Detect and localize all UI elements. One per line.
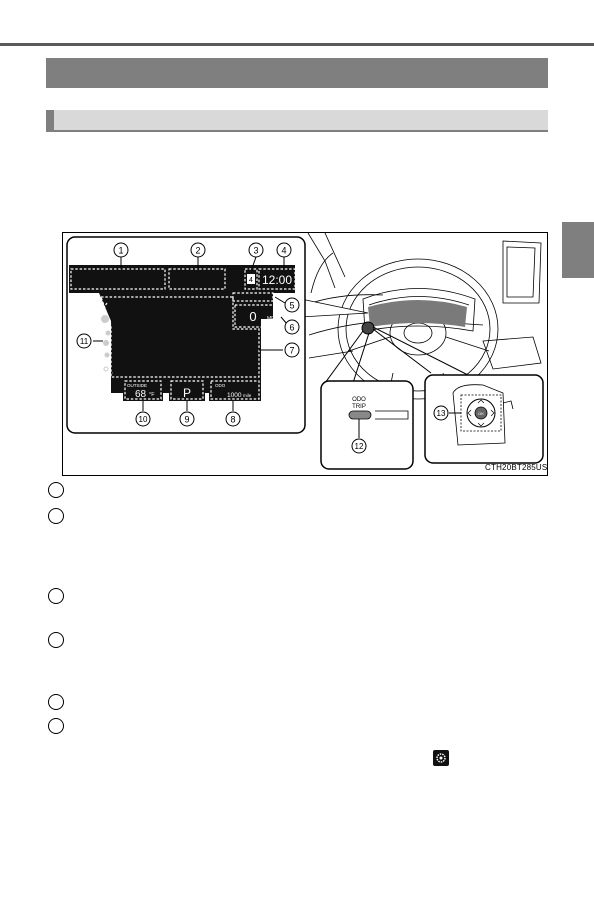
switch-ok-label: OK bbox=[478, 411, 484, 416]
callout-9-label: 9 bbox=[184, 415, 189, 425]
switch-arrows bbox=[467, 399, 495, 427]
callout-6: 6 bbox=[284, 319, 300, 335]
odo-trip-button bbox=[348, 410, 372, 420]
instrument-cluster-figure: ODO TRIP OK 4 12:00 0 MPH bbox=[62, 232, 548, 476]
subsection-marker bbox=[46, 110, 54, 132]
callout-12: 12 bbox=[351, 438, 367, 454]
odo-trip-inset bbox=[320, 380, 414, 470]
outside-temp: 68 bbox=[135, 389, 147, 400]
badge-box bbox=[247, 274, 255, 284]
button-label-line2: TRIP bbox=[352, 404, 366, 410]
outside-temp-panel bbox=[123, 379, 163, 401]
list-bullet bbox=[48, 588, 64, 604]
zoom-wedge bbox=[300, 298, 369, 318]
list-bullet bbox=[48, 694, 64, 710]
callout-2: 2 bbox=[190, 242, 206, 258]
clock-text: 12:00 bbox=[262, 273, 292, 287]
outside-label: OUTSIDE bbox=[127, 383, 147, 388]
dashed-zones bbox=[70, 268, 296, 400]
callout-10-label: 10 bbox=[139, 415, 148, 424]
callout-8: 8 bbox=[225, 411, 241, 427]
badge-text: 4 bbox=[249, 277, 253, 284]
figure-caption: CTH20BT285US bbox=[485, 463, 548, 472]
list-bullet bbox=[48, 632, 64, 648]
list-bullet bbox=[48, 508, 64, 524]
callout-7-label: 7 bbox=[289, 346, 294, 356]
callout-3: 3 bbox=[248, 242, 264, 258]
button-zoom-lines bbox=[324, 330, 370, 384]
switch-side-button bbox=[502, 400, 514, 410]
callout-5-label: 5 bbox=[289, 301, 294, 311]
speed-unit: MPH bbox=[267, 316, 279, 322]
list-bullet bbox=[48, 482, 64, 498]
odo-unit: mile bbox=[243, 393, 252, 398]
callout-12-label: 12 bbox=[355, 442, 364, 451]
shift-position: P bbox=[183, 386, 191, 400]
switch-ok-button bbox=[474, 406, 488, 420]
callout-2-label: 2 bbox=[195, 246, 200, 256]
temp-unit: °F bbox=[149, 392, 155, 398]
wheel-switch-marker bbox=[361, 321, 375, 335]
gauge-display-shape bbox=[368, 300, 467, 327]
callout-4-label: 4 bbox=[281, 246, 286, 256]
callout-7: 7 bbox=[284, 342, 300, 358]
list-bullet bbox=[48, 718, 64, 734]
figure-svg: ODO TRIP OK 4 12:00 0 MPH bbox=[66, 232, 544, 470]
callout-5: 5 bbox=[284, 297, 300, 313]
callout-13: 13 bbox=[433, 405, 449, 421]
callout-8-label: 8 bbox=[230, 415, 235, 425]
section-header-bar bbox=[46, 58, 548, 88]
callout-1-label: 1 bbox=[118, 246, 123, 256]
button-panel-edge bbox=[375, 410, 409, 420]
callout-4: 4 bbox=[276, 242, 292, 258]
switch-zoom-lines bbox=[372, 326, 469, 376]
callout-3-label: 3 bbox=[253, 246, 258, 256]
callout-1: 1 bbox=[113, 242, 129, 258]
switch-panel bbox=[452, 384, 506, 446]
odo-value: 1000 bbox=[227, 392, 242, 399]
speed-value: 0 bbox=[249, 309, 256, 324]
callout-6-label: 6 bbox=[289, 323, 294, 333]
odo-label: ODO bbox=[215, 383, 226, 388]
top-rule bbox=[0, 43, 594, 46]
callout-11: 11 bbox=[76, 333, 92, 349]
callout-9: 9 bbox=[179, 411, 195, 427]
shift-panel bbox=[169, 379, 205, 401]
gear-icon bbox=[433, 750, 449, 766]
chapter-tab bbox=[562, 222, 594, 278]
interior-drawing bbox=[307, 232, 542, 424]
left-indicators bbox=[101, 315, 111, 372]
cluster-display bbox=[69, 265, 295, 393]
callouts: 1 2 3 4 5 6 7 8 9 10 11 12 13 bbox=[76, 242, 449, 454]
callout-11-label: 11 bbox=[80, 337, 89, 346]
odometer-panel bbox=[209, 379, 261, 401]
callout-13-label: 13 bbox=[437, 409, 446, 418]
button-label-line1: ODO bbox=[352, 397, 366, 403]
subsection-header-bar bbox=[46, 110, 548, 132]
callout-10: 10 bbox=[135, 411, 151, 427]
